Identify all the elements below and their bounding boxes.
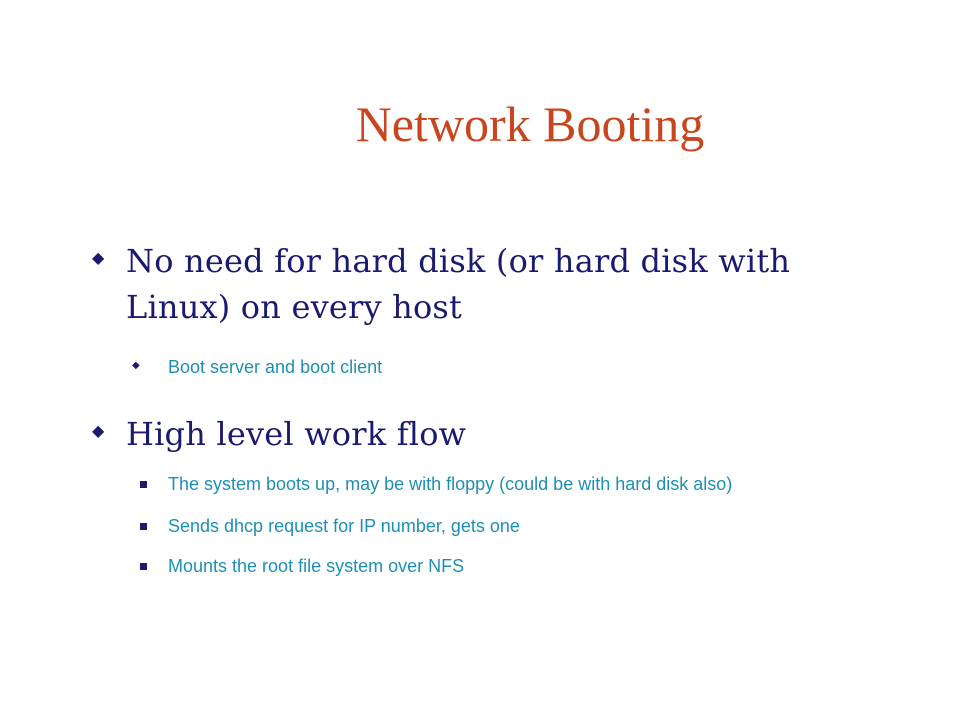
square-bullet-icon [140, 523, 147, 530]
diamond-bullet-icon: ◆ [92, 248, 105, 267]
bullet-text: No need for hard disk (or hard disk with… [126, 242, 791, 326]
sub-bullet-system-boots: The system boots up, may be with floppy … [128, 472, 908, 496]
diamond-bullet-icon: ◆ [92, 421, 105, 440]
sub-bullet-mount-nfs: Mounts the root file system over NFS [128, 554, 908, 578]
sub-bullet-text: Mounts the root file system over NFS [168, 556, 465, 576]
sub-bullet-text: The system boots up, may be with floppy … [168, 474, 733, 494]
bullet-work-flow: ◆ High level work flow [92, 411, 892, 457]
square-bullet-icon [140, 481, 147, 488]
slide-title: Network Booting [355, 96, 705, 152]
sub-bullet-text: Boot server and boot client [168, 357, 383, 377]
sub-bullet-dhcp-request: Sends dhcp request for IP number, gets o… [128, 514, 908, 538]
diamond-bullet-icon: ◆ [132, 360, 140, 371]
bullet-no-hard-disk: ◆ No need for hard disk (or hard disk wi… [92, 238, 892, 330]
square-bullet-icon [140, 563, 147, 570]
sub-bullet-boot-server: ◆ Boot server and boot client [128, 355, 908, 379]
bullet-text: High level work flow [126, 415, 467, 453]
sub-bullet-text: Sends dhcp request for IP number, gets o… [168, 516, 520, 536]
